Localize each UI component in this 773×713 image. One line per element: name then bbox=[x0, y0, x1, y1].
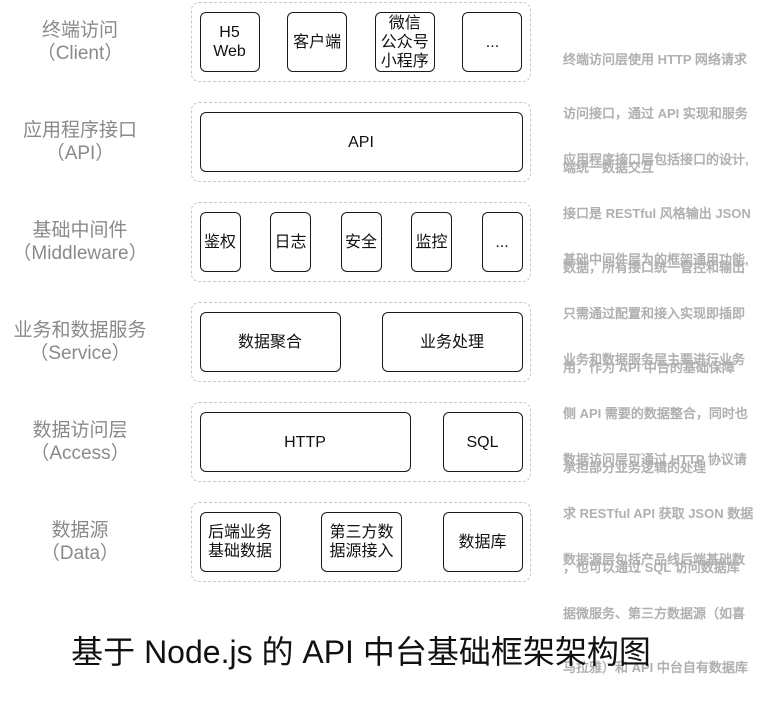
layer-frame-service: 数据聚合 业务处理 bbox=[191, 302, 531, 382]
layer-name-middleware: 基础中间件 bbox=[32, 220, 128, 241]
box-auth: 鉴权 bbox=[199, 212, 241, 272]
layer-label-middleware: 基础中间件 （Middleware） bbox=[0, 202, 160, 282]
description-line-1: 终端访问层使用 HTTP 网络请求 bbox=[563, 52, 747, 67]
layer-name-data: 数据源 bbox=[51, 520, 109, 541]
layer-name-service: 业务和数据服务 bbox=[13, 320, 147, 341]
layer-description-middleware: 基础中间件层为的框架通用功能, 只需通过配置和接入实现即插即 用，作为 API … bbox=[563, 215, 769, 413]
layer-frame-access: HTTP SQL bbox=[191, 402, 531, 482]
box-monitoring: 监控 bbox=[411, 212, 452, 272]
box-database: 数据库 bbox=[442, 512, 523, 572]
layer-service: 业务和数据服务 （Service） 数据聚合 业务处理 业务和数据服务层主要进行… bbox=[0, 302, 773, 475]
layer-name-en-api: （API） bbox=[45, 143, 115, 164]
layer-label-client: 终端访问 （Client） bbox=[0, 2, 160, 82]
layer-data: 数据源 （Data） 后端业务 基础数据 第三方数 据源接入 数据库 数据源层包… bbox=[0, 502, 773, 675]
description-line-2: 只需通过配置和接入实现即插即 bbox=[563, 306, 746, 321]
box-business-logic: 业务处理 bbox=[381, 312, 523, 372]
description-line-1: 业务和数据服务层主要进行业务 bbox=[563, 352, 746, 367]
box-backend-data: 后端业务 基础数据 bbox=[199, 512, 281, 572]
layer-name-en-access: （Access） bbox=[30, 443, 130, 464]
layer-description-access: 数据访问层可通过 HTTP 协议请 求 RESTful API 获取 JSON … bbox=[563, 415, 769, 613]
layer-frame-middleware: 鉴权 日志 安全 监控 ... bbox=[191, 202, 531, 282]
description-line-2: 侧 API 需要的数据整合，同时也 bbox=[563, 406, 748, 421]
layer-name-en-data: （Data） bbox=[40, 543, 120, 564]
layer-label-access: 数据访问层 （Access） bbox=[0, 402, 160, 482]
layer-access: 数据访问层 （Access） HTTP SQL 数据访问层可通过 HTTP 协议… bbox=[0, 402, 773, 575]
layer-api: 应用程序接口 （API） API 应用程序接口层包括接口的设计, 接口是 RES… bbox=[0, 102, 773, 275]
description-line-2: 求 RESTful API 获取 JSON 数据 bbox=[563, 506, 754, 521]
description-line-3: ，也可以通过 SQL 访问数据库 bbox=[563, 560, 740, 575]
layer-label-service: 业务和数据服务 （Service） bbox=[0, 302, 160, 382]
layer-name-access: 数据访问层 bbox=[32, 420, 128, 441]
layer-middleware: 基础中间件 （Middleware） 鉴权 日志 安全 监控 ... 基础中间件… bbox=[0, 202, 773, 375]
description-line-2: 访问接口，通过 API 实现和服务 bbox=[563, 106, 748, 121]
layer-name-en-middleware: （Middleware） bbox=[12, 243, 148, 264]
layer-description-data: 数据源层包括产品线后端基础数 据微服务、第三方数据源（如喜 马拉雅）和 API … bbox=[563, 515, 769, 713]
description-line-1: 数据访问层可通过 HTTP 协议请 bbox=[563, 452, 747, 467]
description-line-1: 应用程序接口层包括接口的设计, bbox=[563, 152, 749, 167]
box-http: HTTP bbox=[199, 412, 411, 472]
box-h5-web: H5 Web bbox=[199, 12, 260, 72]
layer-client: 终端访问 （Client） H5 Web 客户端 微信 公众号 小程序 ... … bbox=[0, 2, 773, 175]
layer-frame-client: H5 Web 客户端 微信 公众号 小程序 ... bbox=[191, 2, 531, 82]
diagram-title: 基于 Node.js 的 API 中台基础框架架构图 bbox=[71, 634, 651, 670]
box-more-middleware: ... bbox=[481, 212, 523, 272]
layer-frame-api: API bbox=[191, 102, 531, 182]
box-sql: SQL bbox=[442, 412, 523, 472]
layer-description-api: 应用程序接口层包括接口的设计, 接口是 RESTful 风格输出 JSON 数据… bbox=[563, 115, 769, 313]
description-line-2: 接口是 RESTful 风格输出 JSON bbox=[563, 206, 751, 221]
box-third-party-data: 第三方数 据源接入 bbox=[321, 512, 402, 572]
layer-description-service: 业务和数据服务层主要进行业务 侧 API 需要的数据整合，同时也 承担部分业务逻… bbox=[563, 315, 769, 513]
description-line-3: 马拉雅）和 API 中台自有数据库 bbox=[563, 660, 748, 675]
description-line-3: 数据，所有接口统一管控和输出 bbox=[563, 260, 746, 275]
layer-frame-data: 后端业务 基础数据 第三方数 据源接入 数据库 bbox=[191, 502, 531, 582]
layer-label-api: 应用程序接口 （API） bbox=[0, 102, 160, 182]
layer-name-api: 应用程序接口 bbox=[22, 120, 137, 141]
box-client-app: 客户端 bbox=[287, 12, 348, 72]
layer-name-en-client: （Client） bbox=[36, 43, 124, 64]
description-line-3: 用，作为 API 中台的基础保障 bbox=[563, 360, 735, 375]
layer-name-client: 终端访问 bbox=[41, 20, 118, 41]
box-wechat-mini-program: 微信 公众号 小程序 bbox=[374, 12, 435, 72]
box-logging: 日志 bbox=[270, 212, 311, 272]
description-line-1: 基础中间件层为的框架通用功能, bbox=[563, 252, 749, 267]
description-line-2: 据微服务、第三方数据源（如喜 bbox=[563, 606, 746, 621]
layer-name-en-service: （Service） bbox=[29, 343, 131, 364]
layer-label-data: 数据源 （Data） bbox=[0, 502, 160, 582]
box-security: 安全 bbox=[340, 212, 382, 272]
description-line-3: 端统一数据交互 bbox=[563, 160, 655, 175]
box-api: API bbox=[199, 112, 523, 172]
layer-description-client: 终端访问层使用 HTTP 网络请求 访问接口，通过 API 实现和服务 端统一数… bbox=[563, 15, 769, 213]
description-line-3: 承担部分业务逻辑的处理 bbox=[563, 460, 707, 475]
box-data-aggregation: 数据聚合 bbox=[199, 312, 341, 372]
description-line-1: 数据源层包括产品线后端基础数 bbox=[563, 552, 746, 567]
box-more-clients: ... bbox=[462, 12, 523, 72]
